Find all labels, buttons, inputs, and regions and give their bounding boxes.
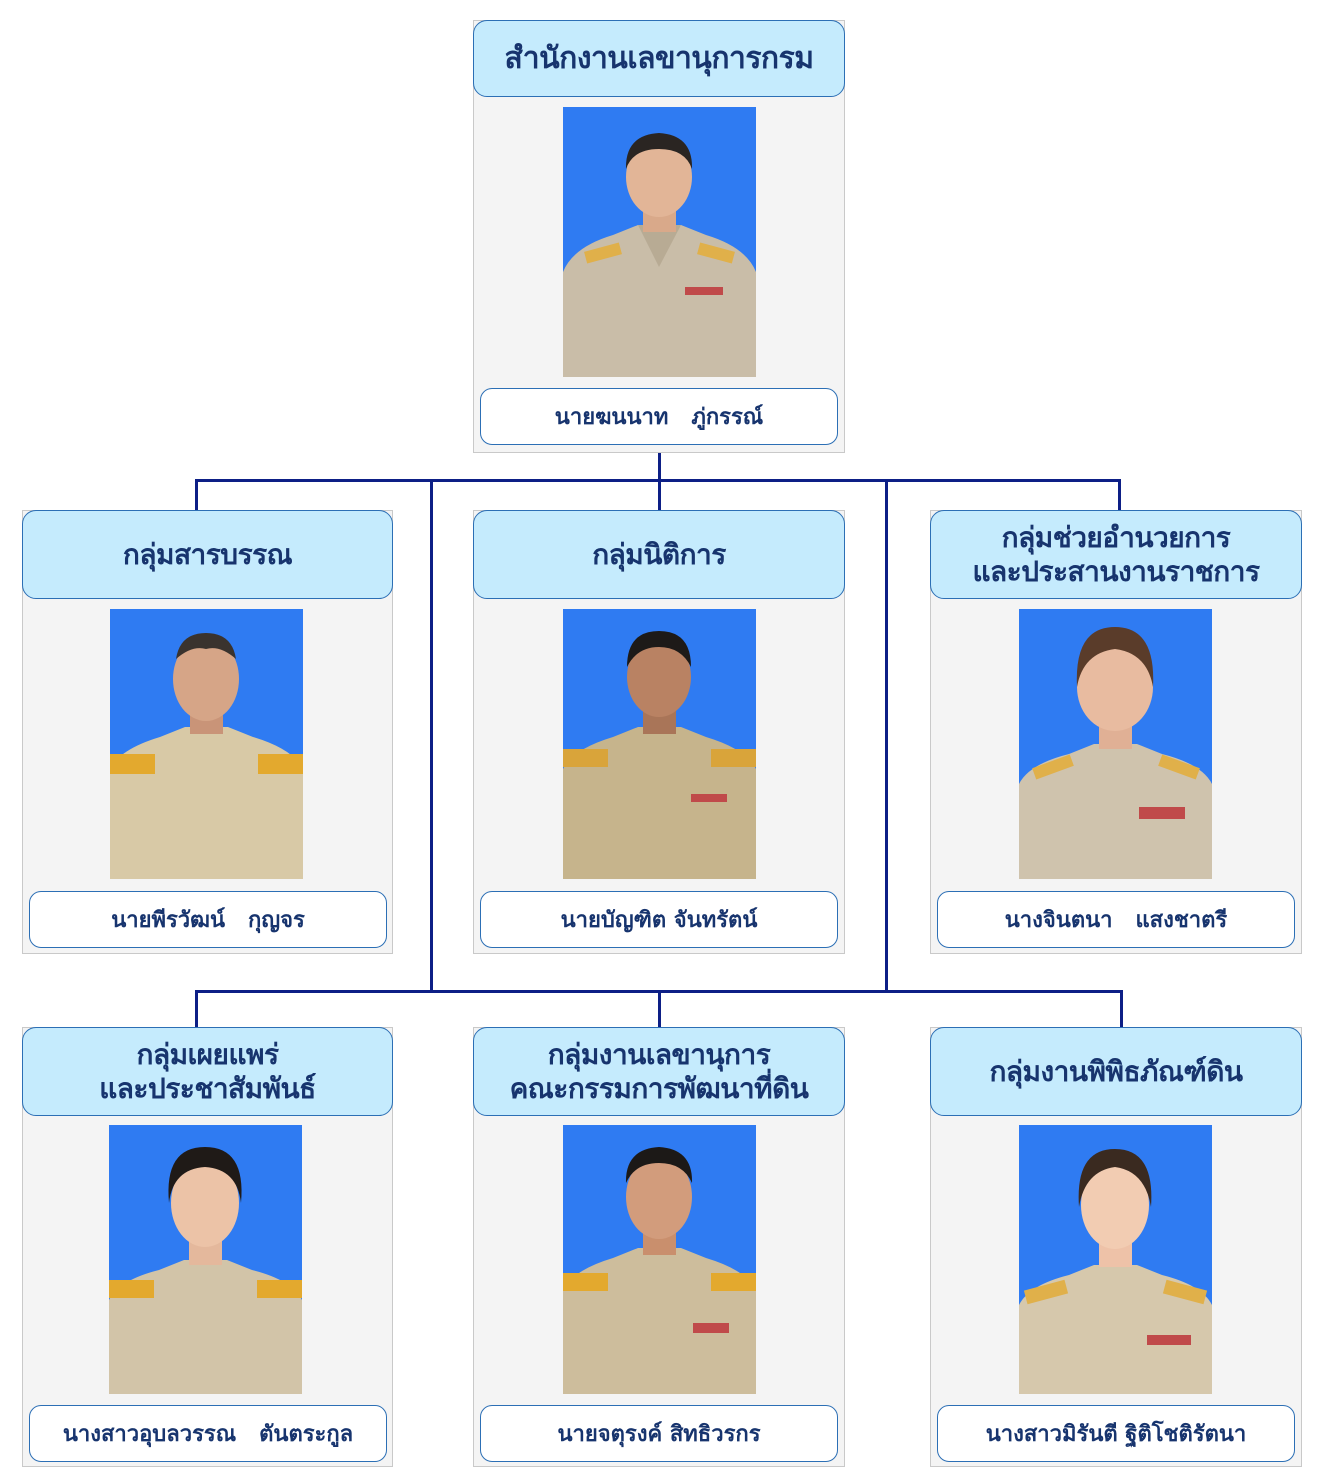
connector-row1-left-drop (195, 479, 198, 511)
connector-row2-left-drop (195, 990, 198, 1028)
connector-row2-mid-drop (658, 990, 661, 1028)
connector-row1-right-drop (1118, 479, 1121, 511)
person-name: นายบัญฑิต จันทรัตน์ (480, 891, 838, 948)
org-card-group-1: กลุ่มสารบรรณ นายพีรวัฒน์ กุญจร (22, 510, 393, 954)
portrait-photo (1019, 1125, 1212, 1394)
org-card-group-3: กลุ่มช่วยอำนวยการ และประสานงานราชการ นาง… (930, 510, 1302, 954)
person-name: นายพีรวัฒน์ กุญจร (29, 891, 387, 948)
connector-trunk-right (885, 479, 888, 993)
connector-row1-mid-drop (658, 479, 661, 511)
unit-title: สำนักงานเลขานุการกรม (473, 20, 845, 97)
person-name: นายจตุรงค์ สิทธิวรกร (480, 1405, 838, 1462)
person-woman-icon (1019, 609, 1212, 879)
person-woman-icon (109, 1125, 302, 1394)
unit-title: กลุ่มงานพิพิธภัณฑ์ดิน (930, 1027, 1302, 1116)
unit-title: กลุ่มเผยแพร่ และประชาสัมพันธ์ (22, 1027, 393, 1116)
org-card-group-4: กลุ่มเผยแพร่ และประชาสัมพันธ์ นางสาวอุบล… (22, 1027, 393, 1467)
org-card-group-6: กลุ่มงานพิพิธภัณฑ์ดิน นางสาวมิรันตี ฐิติ… (930, 1027, 1302, 1467)
unit-title: กลุ่มงานเลขานุการ คณะกรรมการพัฒนาที่ดิน (473, 1027, 845, 1116)
person-woman-icon (1019, 1125, 1212, 1394)
person-man-icon (563, 107, 756, 377)
portrait-photo (1019, 609, 1212, 879)
portrait-photo (563, 609, 756, 879)
unit-title: กลุ่มช่วยอำนวยการ และประสานงานราชการ (930, 510, 1302, 599)
person-name: นางสาวมิรันตี ฐิติโชติรัตนา (937, 1405, 1295, 1462)
portrait-photo (563, 1125, 756, 1394)
person-name: นางจินตนา แสงชาตรี (937, 891, 1295, 948)
person-man-icon (110, 609, 303, 879)
org-card-group-2: กลุ่มนิติการ นายบัญฑิต จันทรัตน์ (473, 510, 845, 954)
person-man-icon (563, 1125, 756, 1394)
org-card-head: สำนักงานเลขานุการกรม นายฆนนาท ภู่กรรณ์ (473, 20, 845, 453)
org-card-group-5: กลุ่มงานเลขานุการ คณะกรรมการพัฒนาที่ดิน … (473, 1027, 845, 1467)
portrait-photo (563, 107, 756, 377)
portrait-photo (110, 609, 303, 879)
connector-trunk-left (430, 479, 433, 993)
connector-head-down (658, 452, 661, 482)
portrait-photo (109, 1125, 302, 1394)
connector-row2-right-drop (1120, 990, 1123, 1028)
unit-title: กลุ่มสารบรรณ (22, 510, 393, 599)
unit-title: กลุ่มนิติการ (473, 510, 845, 599)
person-man-icon (563, 609, 756, 879)
person-name: นายฆนนาท ภู่กรรณ์ (480, 388, 838, 445)
person-name: นางสาวอุบลวรรณ ตันตระกูล (29, 1405, 387, 1462)
